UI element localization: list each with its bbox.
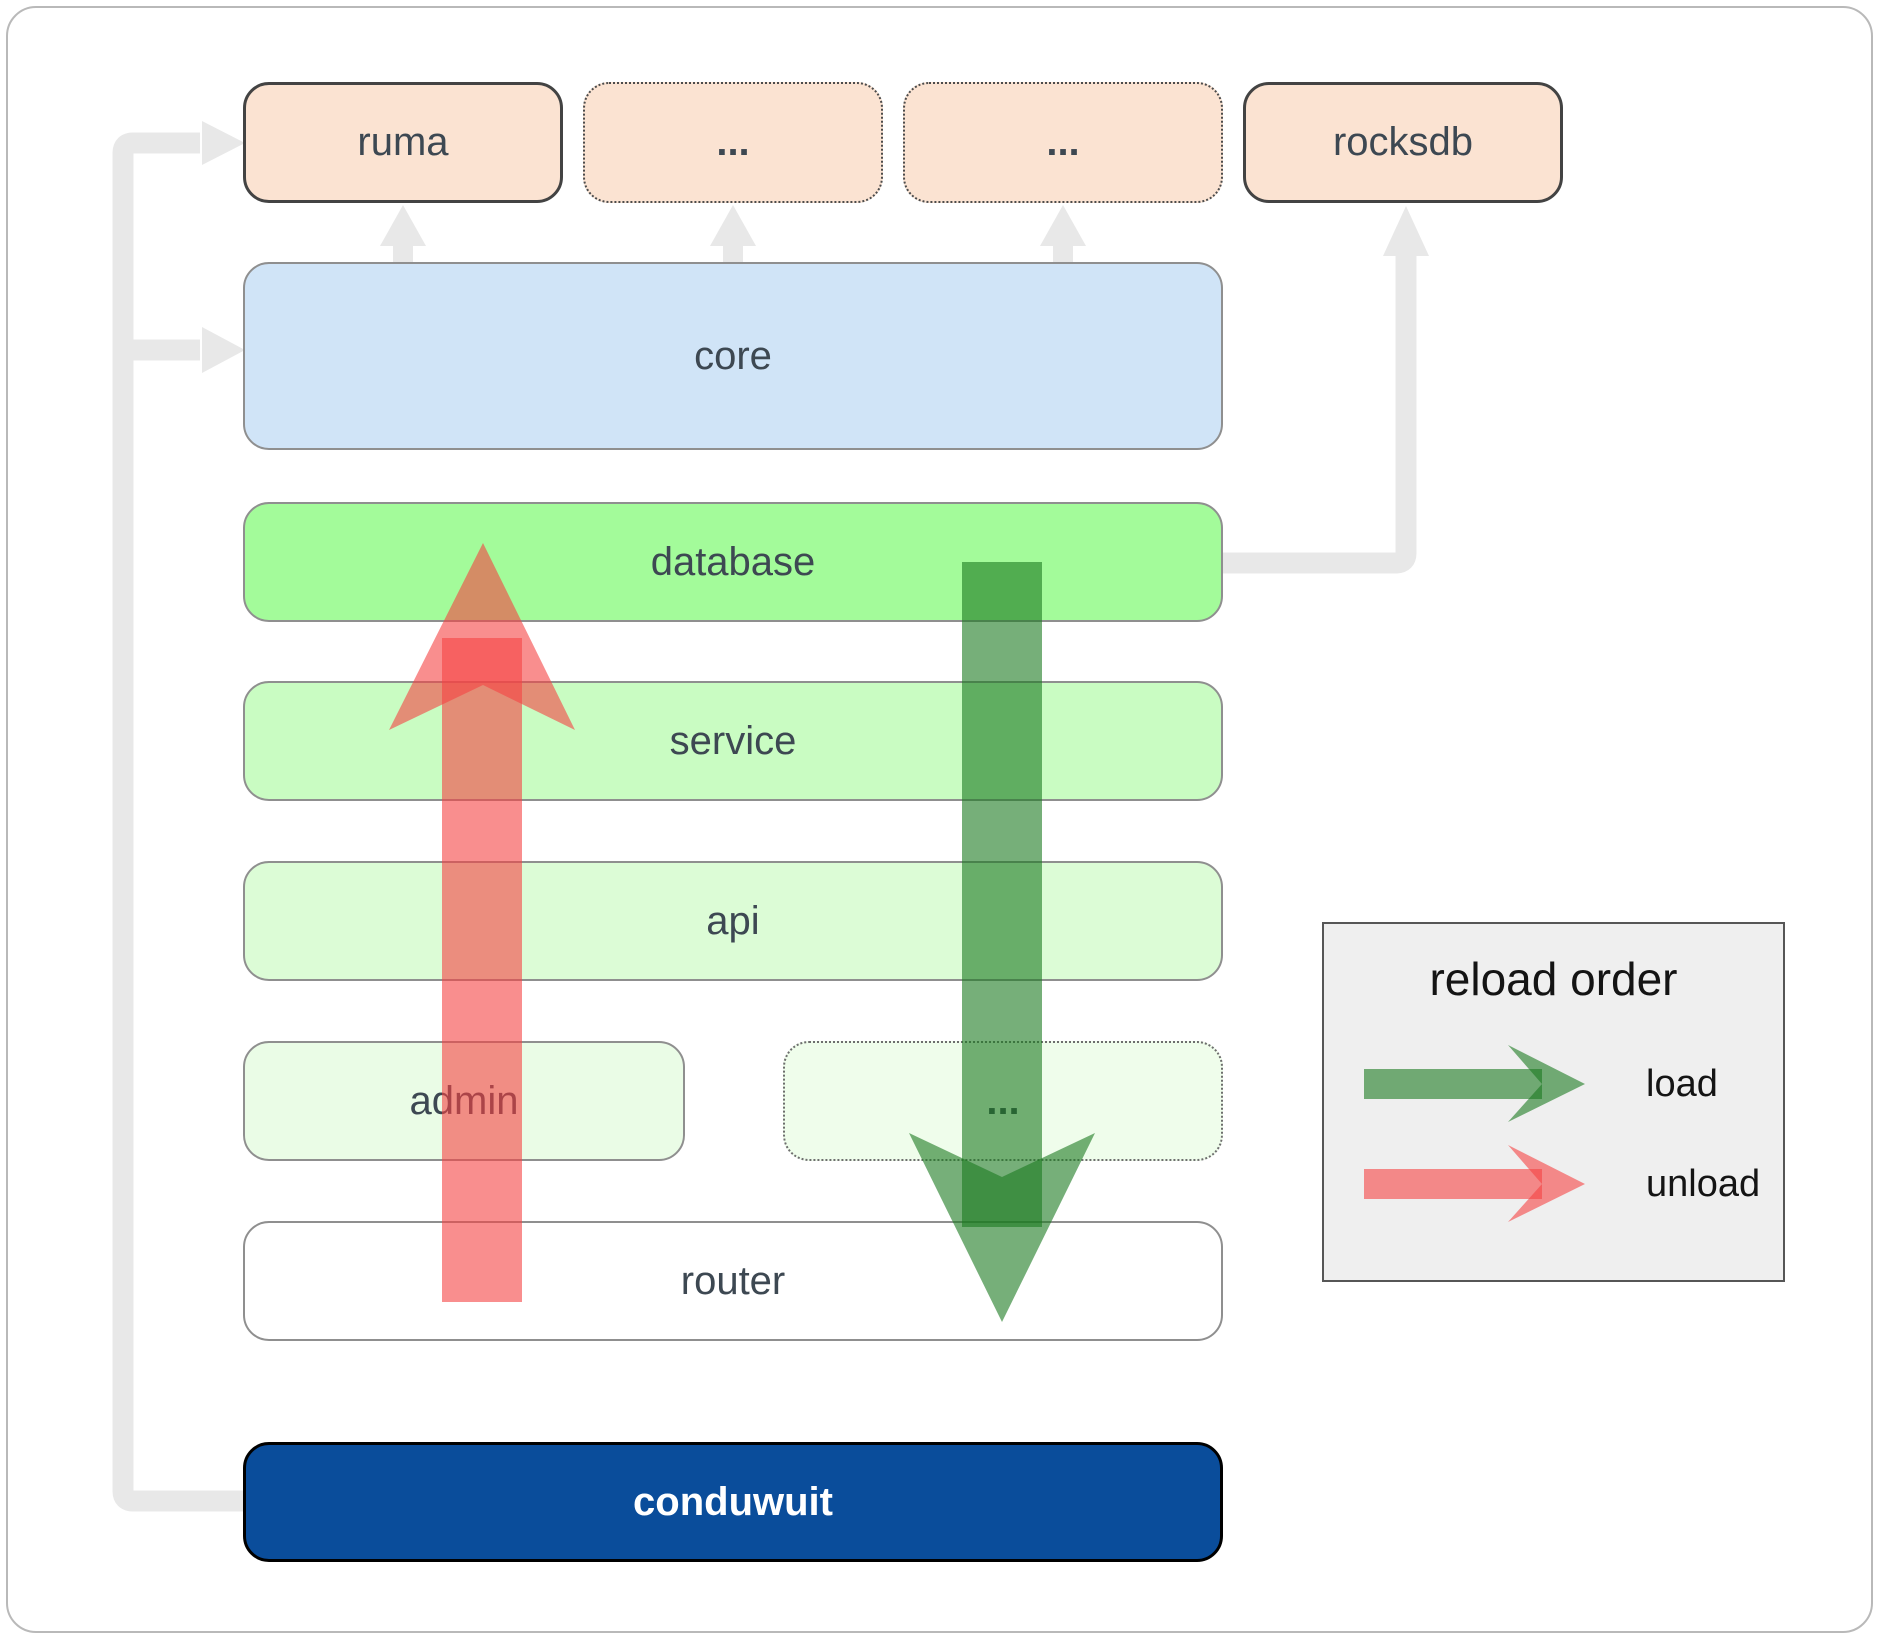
arrowhead-into-rocksdb-icon — [1383, 206, 1429, 256]
node-top-ellipsis-1-label: ... — [716, 120, 750, 164]
node-router: router — [243, 1221, 1223, 1341]
conduwuit-to-ruma-connector — [112, 132, 243, 1512]
legend-unload-arrowhead-icon — [1508, 1145, 1585, 1222]
node-conduwuit-label: conduwuit — [633, 1479, 833, 1524]
legend-load-label: load — [1646, 1063, 1718, 1105]
legend-load-arrow-body — [1364, 1069, 1542, 1099]
node-database-label: database — [650, 539, 816, 584]
node-core: core — [243, 262, 1223, 450]
node-conduwuit: conduwuit — [243, 1442, 1223, 1562]
legend-load-arrowhead-icon — [1508, 1045, 1585, 1122]
core-to-ruma-arrowhead-icon — [380, 205, 426, 246]
core-to-ruma-arrow-shaft — [393, 245, 413, 264]
legend-arrow-graphics — [1364, 1045, 1585, 1222]
database-to-rocksdb-connector — [1223, 255, 1417, 574]
node-top-ellipsis-2-label: ... — [1046, 120, 1080, 164]
node-rocksdb: rocksdb — [1243, 82, 1563, 203]
legend-title: reload order — [1429, 953, 1678, 1005]
node-database: database — [243, 502, 1223, 622]
node-ruma-label: ruma — [357, 120, 449, 164]
node-top-ellipsis-2: ... — [903, 82, 1223, 203]
load-arrowhead-icon — [909, 1133, 1095, 1322]
legend-unload-arrow-body — [1364, 1169, 1542, 1199]
core-to-ellipsis1-arrowhead-icon — [710, 205, 756, 246]
arrowhead-into-core-icon — [202, 327, 245, 373]
unload-arrowhead-icon — [389, 543, 575, 730]
node-api: api — [243, 861, 1223, 981]
load-arrow-body — [962, 562, 1042, 1227]
node-api-label: api — [706, 898, 760, 943]
core-to-ellipsis2-arrow-shaft — [1053, 245, 1073, 264]
core-to-ellipsis1-arrow-shaft — [723, 245, 743, 264]
node-ruma: ruma — [243, 82, 563, 203]
arrowhead-into-ruma-icon — [202, 121, 245, 165]
outer-frame — [6, 6, 1873, 1633]
core-to-ellipsis2-arrowhead-icon — [1040, 205, 1086, 246]
node-top-ellipsis-1: ... — [583, 82, 883, 203]
node-core-label: core — [694, 333, 772, 378]
legend-unload-label: unload — [1646, 1163, 1761, 1205]
unload-arrow-body — [442, 638, 522, 1302]
legend: reload order load unload — [1322, 922, 1785, 1282]
node-router-label: router — [680, 1258, 786, 1303]
node-rocksdb-label: rocksdb — [1332, 120, 1474, 164]
node-service-label: service — [669, 718, 797, 763]
